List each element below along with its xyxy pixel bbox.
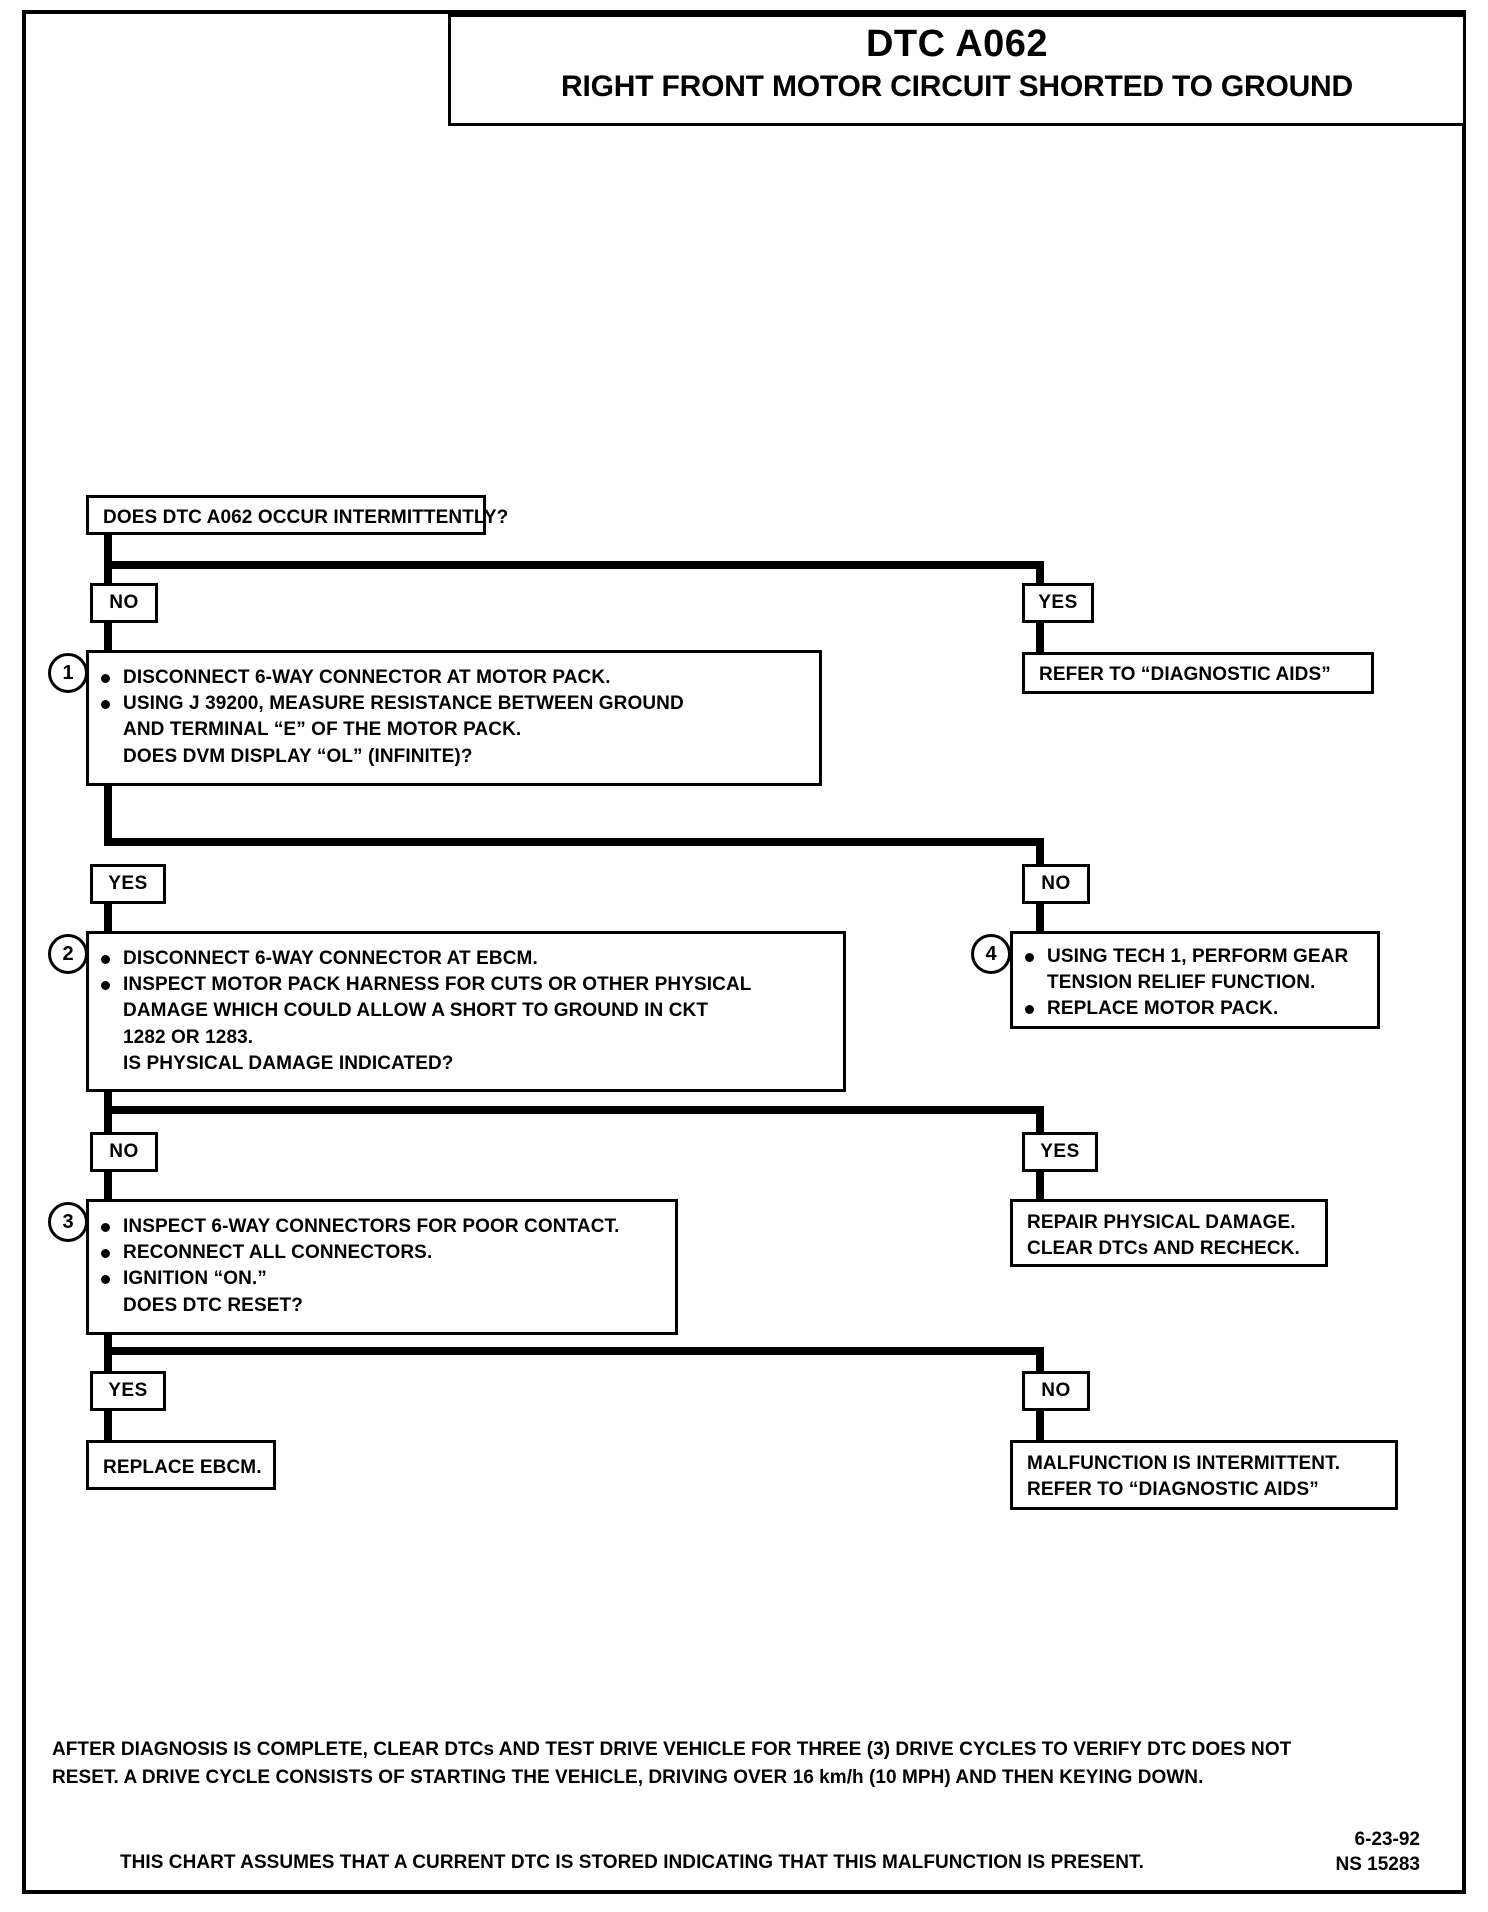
malfunction-intermittent-box: MALFUNCTION IS INTERMITTENT. REFER TO “D… (1010, 1440, 1398, 1510)
connector-step2-bus (104, 1106, 1044, 1114)
step-4-list: USING TECH 1, PERFORM GEAR TENSION RELIE… (1013, 944, 1369, 1023)
branch-label-no-4: NO (1022, 1371, 1090, 1411)
connector-step3-down (104, 1333, 112, 1391)
page-subtitle: RIGHT FRONT MOTOR CIRCUIT SHORTED TO GRO… (561, 69, 1353, 103)
connector-step2-right-drop (1036, 1106, 1044, 1142)
connector-step1-down (104, 784, 112, 846)
step-2-line-4: IS PHYSICAL DAMAGE INDICATED? (123, 1052, 454, 1074)
footer-note-line-1: AFTER DIAGNOSIS IS COMPLETE, CLEAR DTCs … (52, 1739, 1292, 1760)
connector-start-bus (104, 561, 1044, 569)
step-number-3: 3 (48, 1202, 88, 1242)
malfunction-intermittent-line-1: MALFUNCTION IS INTERMITTENT. (1027, 1453, 1341, 1474)
connector-yes2-down (104, 903, 112, 933)
step-2-line-3: 1282 OR 1283. (123, 1026, 254, 1048)
connector-step3-bus (104, 1347, 1044, 1355)
branch-label-no-1: NO (90, 583, 158, 623)
connector-start-left-drop (104, 561, 112, 583)
step-number-1: 1 (48, 653, 88, 693)
start-question-text: DOES DTC A062 OCCUR INTERMITTENTLY? (103, 507, 509, 528)
connector-no2-down (1036, 903, 1044, 933)
connector-step3-right-drop (1036, 1347, 1044, 1391)
step-2-line-2: DAMAGE WHICH COULD ALLOW A SHORT TO GROU… (123, 1000, 709, 1022)
step-1-box: DISCONNECT 6-WAY CONNECTOR AT MOTOR PACK… (86, 650, 822, 786)
step-number-4: 4 (971, 934, 1011, 974)
branch-label-yes-4: YES (90, 1371, 166, 1411)
branch-label-yes-2: YES (90, 864, 166, 904)
branch-label-yes-1: YES (1022, 583, 1094, 623)
repair-physical-damage-box: REPAIR PHYSICAL DAMAGE. CLEAR DTCs AND R… (1010, 1199, 1328, 1267)
step-2-list: DISCONNECT 6-WAY CONNECTOR AT EBCM. INSP… (89, 946, 833, 1077)
step-2-line-0: DISCONNECT 6-WAY CONNECTOR AT EBCM. (89, 946, 833, 972)
step-3-line-2: IGNITION “ON.” (89, 1266, 665, 1292)
connector-start-right-drop (1036, 561, 1044, 583)
refer-to-diagnostic-aids-box: REFER TO “DIAGNOSTIC AIDS” (1022, 652, 1374, 694)
title-block: DTC A062 RIGHT FRONT MOTOR CIRCUIT SHORT… (448, 14, 1466, 126)
footer-doc-number: NS 15283 (1335, 1853, 1420, 1875)
connector-yes3-down (1036, 1171, 1044, 1201)
branch-label-no-2: NO (1022, 864, 1090, 904)
page-title: DTC A062 (865, 23, 1049, 65)
start-question-box: DOES DTC A062 OCCUR INTERMITTENTLY? (86, 495, 509, 535)
step-1-line-1: USING J 39200, MEASURE RESISTANCE BETWEE… (89, 691, 809, 717)
footer-note: AFTER DIAGNOSIS IS COMPLETE, CLEAR DTCs … (52, 1736, 1432, 1791)
connector-step1-right-drop (1036, 838, 1044, 864)
malfunction-intermittent-line-2: REFER TO “DIAGNOSTIC AIDS” (1027, 1478, 1319, 1500)
step-4-line-0: USING TECH 1, PERFORM GEAR (1013, 944, 1369, 970)
repair-physical-damage-line-2: CLEAR DTCs AND RECHECK. (1027, 1237, 1300, 1259)
step-1-line-3: DOES DVM DISPLAY “OL” (INFINITE)? (123, 745, 473, 767)
page-border (22, 10, 1466, 1894)
refer-to-diagnostic-aids-text: REFER TO “DIAGNOSTIC AIDS” (1039, 664, 1331, 685)
step-1-line-2: AND TERMINAL “E” OF THE MOTOR PACK. (123, 719, 522, 741)
replace-ebcm-box: REPLACE EBCM. (86, 1440, 276, 1490)
step-number-2: 2 (48, 934, 88, 974)
step-4-line-2: REPLACE MOTOR PACK. (1013, 996, 1369, 1022)
footer-date: 6-23-92 (1354, 1829, 1421, 1850)
footer-stamp: 6-23-92 NS 15283 (1240, 1828, 1420, 1877)
footer-note-line-2: RESET. A DRIVE CYCLE CONSISTS OF STARTIN… (52, 1766, 1204, 1788)
connector-yes4-down (104, 1410, 112, 1442)
step-1-list: DISCONNECT 6-WAY CONNECTOR AT MOTOR PACK… (89, 665, 809, 770)
branch-label-yes-3: YES (1022, 1132, 1098, 1172)
connector-no4-down (1036, 1410, 1044, 1442)
connector-step2-down (104, 1090, 112, 1142)
connector-no3-down (104, 1171, 112, 1201)
step-2-line-1: INSPECT MOTOR PACK HARNESS FOR CUTS OR O… (89, 972, 833, 998)
step-3-line-1: RECONNECT ALL CONNECTORS. (89, 1240, 665, 1266)
step-3-line-3: DOES DTC RESET? (123, 1294, 303, 1316)
step-2-box: DISCONNECT 6-WAY CONNECTOR AT EBCM. INSP… (86, 931, 846, 1092)
connector-start-down (104, 533, 112, 569)
step-1-line-0: DISCONNECT 6-WAY CONNECTOR AT MOTOR PACK… (89, 665, 809, 691)
replace-ebcm-text: REPLACE EBCM. (103, 1457, 262, 1478)
step-3-line-0: INSPECT 6-WAY CONNECTORS FOR POOR CONTAC… (89, 1214, 665, 1240)
step-3-list: INSPECT 6-WAY CONNECTORS FOR POOR CONTAC… (89, 1214, 665, 1319)
connector-yes1-down (1036, 622, 1044, 654)
branch-label-no-3: NO (90, 1132, 158, 1172)
step-4-box: USING TECH 1, PERFORM GEAR TENSION RELIE… (1010, 931, 1380, 1029)
connector-step1-bus (104, 838, 1044, 846)
step-3-box: INSPECT 6-WAY CONNECTORS FOR POOR CONTAC… (86, 1199, 678, 1335)
step-4-line-1: TENSION RELIEF FUNCTION. (1047, 972, 1316, 994)
repair-physical-damage-line-1: REPAIR PHYSICAL DAMAGE. (1027, 1212, 1296, 1233)
footer-assumption: THIS CHART ASSUMES THAT A CURRENT DTC IS… (120, 1852, 1144, 1873)
connector-no1-down (104, 622, 112, 654)
